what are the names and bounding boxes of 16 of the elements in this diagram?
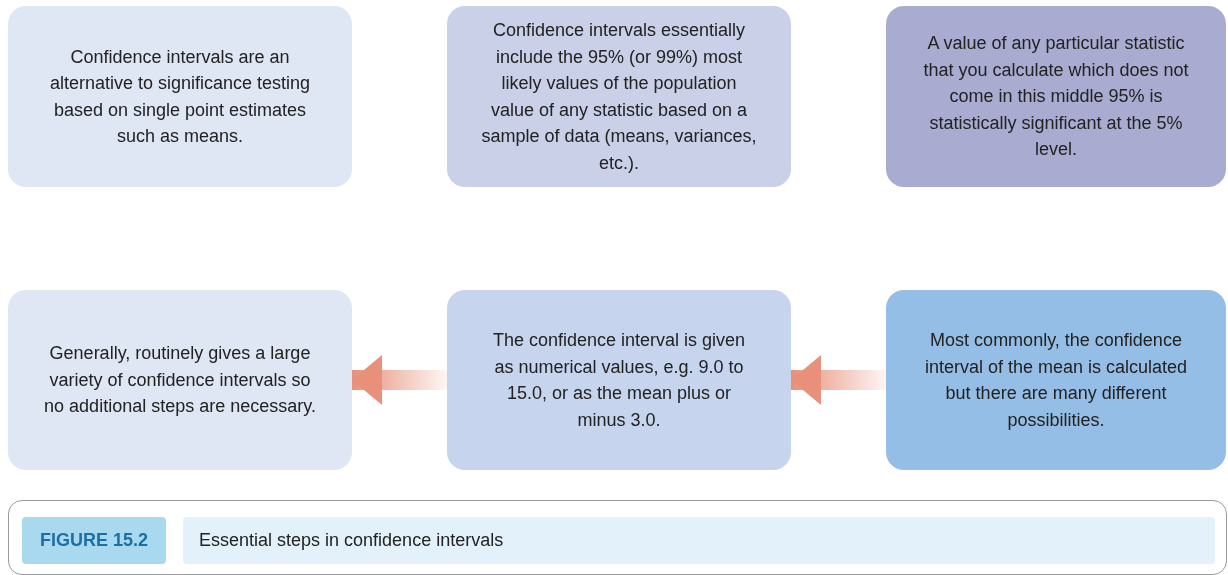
step-text: Most commonly, the confidence interval of the mean is calculated but there are many different possibilities. bbox=[923, 329, 1189, 432]
step-box bbox=[447, 6, 791, 187]
figure-number: FIGURE 15.2 bbox=[22, 517, 166, 564]
step-text: A value of any particular statistic that you calculate which does not come in this middle 95% is statistically significant at the 5% level. bbox=[922, 32, 1190, 162]
step-box bbox=[8, 290, 352, 470]
step-text: Confidence intervals essentially include the 95% (or 99%) most likely values of the population value of any statistic based on a sample of data (means, variances, etc.). bbox=[481, 19, 757, 175]
step-text: Confidence intervals are an alternative to significance testing based on single point estimates such as means. bbox=[48, 45, 312, 148]
step-text: The confidence interval is given as numerical values, e.g. 9.0 to 15.0, or as the mean plus or minus 3.0. bbox=[491, 329, 747, 432]
step-text: Generally, routinely gives a large variety of confidence intervals so no additional steps are necessary. bbox=[43, 342, 317, 419]
step-box bbox=[886, 290, 1226, 470]
step-box bbox=[886, 6, 1226, 187]
step-box bbox=[447, 290, 791, 470]
figure-caption: Essential steps in confidence intervals bbox=[183, 517, 1215, 564]
step-box bbox=[8, 6, 352, 187]
block-arrow bbox=[791, 355, 886, 405]
block-arrow bbox=[352, 355, 447, 405]
